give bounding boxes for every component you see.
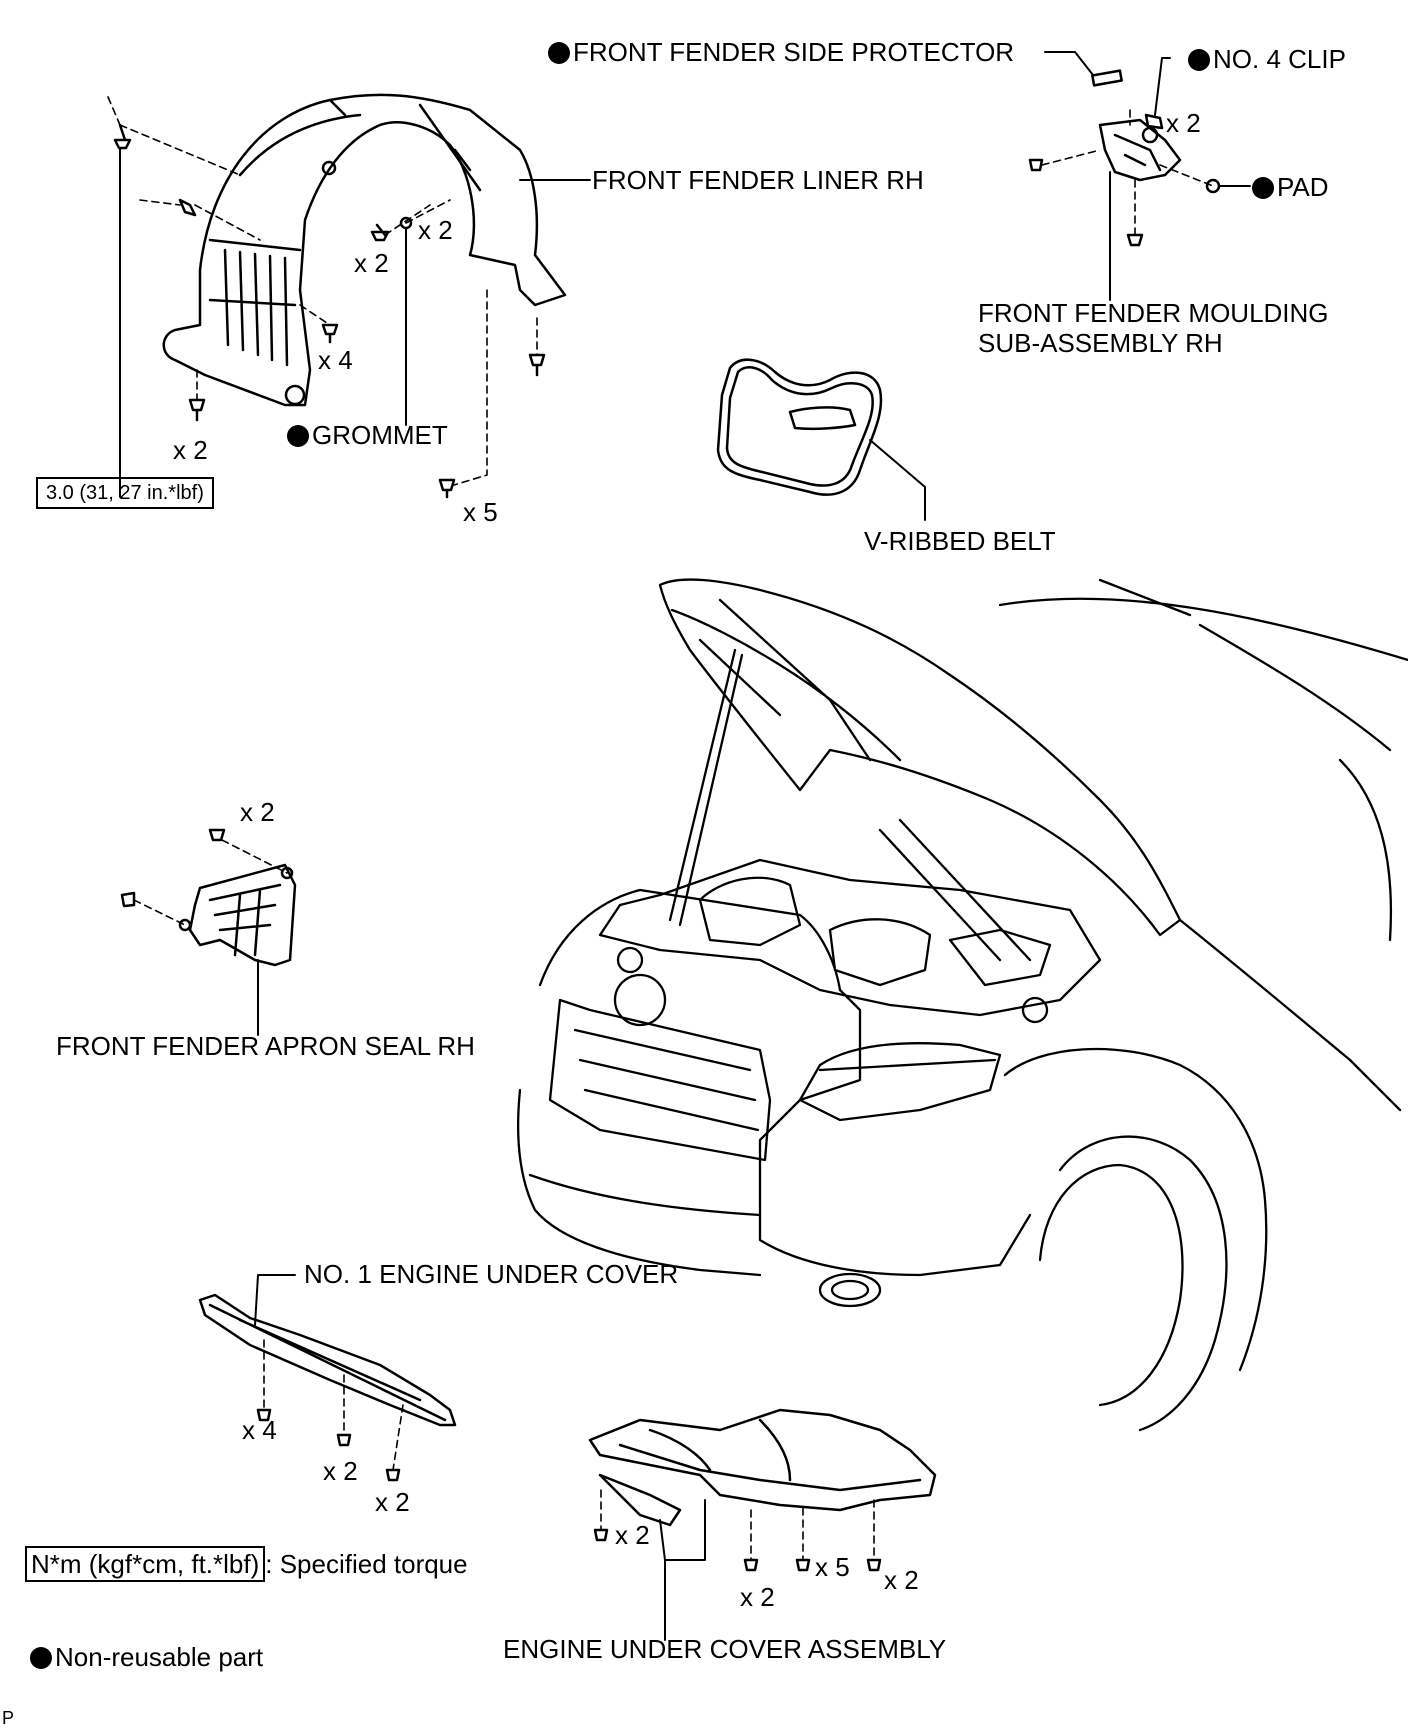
qty-under1-x2a: x 2 xyxy=(323,1456,358,1486)
v-ribbed-belt xyxy=(716,358,883,496)
legend-non-reusable: Non-reusable part xyxy=(30,1642,263,1672)
corner-code: P xyxy=(2,1708,15,1728)
under-cover-leader-line xyxy=(254,1274,296,1326)
label-v-ribbed-belt: V-RIBBED BELT xyxy=(864,526,1056,556)
torque-spec-box: 3.0 (31, 27 in.*lbf) xyxy=(36,477,214,509)
label-no4-clip: NO. 4 CLIP xyxy=(1188,44,1346,74)
assembly-leader-lines xyxy=(659,1499,706,1641)
qty-liner-left: x 2 xyxy=(354,248,389,278)
qty-apron: x 2 xyxy=(240,797,275,827)
qty-assy-left: x 2 xyxy=(615,1520,650,1550)
vehicle-outline xyxy=(516,578,1408,1432)
qty-assy-x5: x 5 xyxy=(815,1552,850,1582)
qty-assy-right: x 2 xyxy=(884,1565,919,1595)
moulding-dashed-leaders xyxy=(1041,109,1214,236)
label-no1-engine-under-cover: NO. 1 ENGINE UNDER COVER xyxy=(304,1259,679,1289)
label-engine-under-cover-assembly: ENGINE UNDER COVER ASSEMBLY xyxy=(503,1634,947,1664)
legend-torque: N*m (kgf*cm, ft.*lbf): Specified torque xyxy=(25,1546,468,1582)
front-fender-liner xyxy=(162,93,567,407)
qty-liner-x4: x 4 xyxy=(318,345,353,375)
qty-liner-top: x 2 xyxy=(418,215,453,245)
qty-clip: x 2 xyxy=(1166,108,1201,138)
qty-under1-x2b: x 2 xyxy=(375,1487,410,1517)
label-pad: PAD xyxy=(1252,172,1329,202)
non-reusable-dot-icon xyxy=(1252,177,1274,199)
front-fender-apron-seal xyxy=(120,828,297,967)
qty-under1-x4: x 4 xyxy=(242,1415,277,1445)
belt-leader-line xyxy=(869,439,926,521)
liner-leader-lines xyxy=(119,147,591,498)
qty-liner-bottom: x 2 xyxy=(173,435,208,465)
no1-engine-under-cover xyxy=(198,1293,457,1482)
liner-dashed-leaders xyxy=(107,96,538,486)
under-cover-dashed-leaders xyxy=(263,1339,404,1471)
legend-torque-units: N*m (kgf*cm, ft.*lbf) xyxy=(25,1546,266,1582)
label-front-fender-liner-rh: FRONT FENDER LINER RH xyxy=(592,165,924,195)
qty-liner-x5: x 5 xyxy=(463,497,498,527)
assembly-dashed-leaders xyxy=(600,1489,875,1561)
label-grommet: GROMMET xyxy=(287,420,448,450)
label-front-fender-apron-seal-rh: FRONT FENDER APRON SEAL RH xyxy=(56,1031,475,1061)
front-fender-moulding xyxy=(1028,69,1221,247)
legend-torque-text: : Specified torque xyxy=(265,1549,468,1579)
moulding-leader-lines xyxy=(1044,51,1251,301)
non-reusable-dot-icon xyxy=(548,42,570,64)
qty-assy-mid: x 2 xyxy=(740,1582,775,1612)
label-front-fender-side-protector: FRONT FENDER SIDE PROTECTOR xyxy=(548,37,1014,67)
apron-dashed-leaders xyxy=(133,839,288,926)
engine-under-cover-assembly xyxy=(588,1408,937,1572)
non-reusable-dot-icon xyxy=(287,425,309,447)
non-reusable-dot-icon xyxy=(1188,49,1210,71)
label-front-fender-moulding: FRONT FENDER MOULDING SUB-ASSEMBLY RH xyxy=(978,298,1329,358)
non-reusable-dot-icon xyxy=(30,1647,52,1669)
